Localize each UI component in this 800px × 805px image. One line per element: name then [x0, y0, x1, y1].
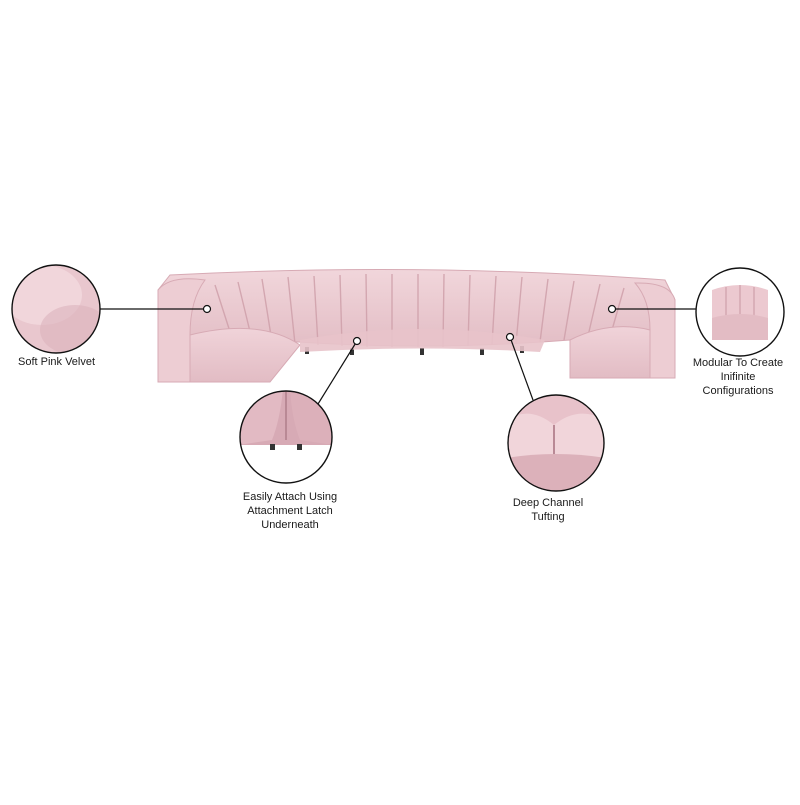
detail-circle-latch: [239, 390, 333, 484]
sectional-sofa: [157, 269, 676, 383]
callout-line-tufting: [509, 336, 534, 401]
callout-text-line: Configurations: [702, 385, 774, 397]
callout-text-line: Underneath: [261, 519, 319, 531]
callout-text-line: Tufting: [531, 511, 565, 523]
callout-label-tufting: Deep Channel Tufting: [494, 496, 602, 524]
detail-circle-modular: [695, 267, 785, 357]
callout-dot-tufting: [505, 332, 515, 342]
detail-circle-tufting: [507, 394, 605, 492]
callout-line-latch: [317, 340, 358, 405]
callout-label-modular: Modular To Create Inifinite Configuratio…: [678, 356, 798, 398]
callout-label-latch: Easily Attach Using Attachment Latch Und…: [224, 490, 356, 532]
callout-text-line: Easily Attach Using: [242, 491, 338, 503]
callout-text-line: Modular To Create: [692, 357, 784, 369]
callout-text: Soft Pink Velvet: [18, 356, 96, 368]
callout-dot-velvet: [202, 304, 212, 314]
callout-text-line: Attachment Latch: [247, 505, 333, 517]
callout-label-velvet: Soft Pink Velvet: [18, 355, 108, 369]
callout-text-line: Deep Channel: [512, 497, 584, 509]
callout-dot-modular: [607, 304, 617, 314]
detail-circle-velvet: [11, 264, 101, 354]
callout-text-line: Inifinite: [720, 371, 756, 383]
callout-dot-latch: [352, 336, 362, 346]
